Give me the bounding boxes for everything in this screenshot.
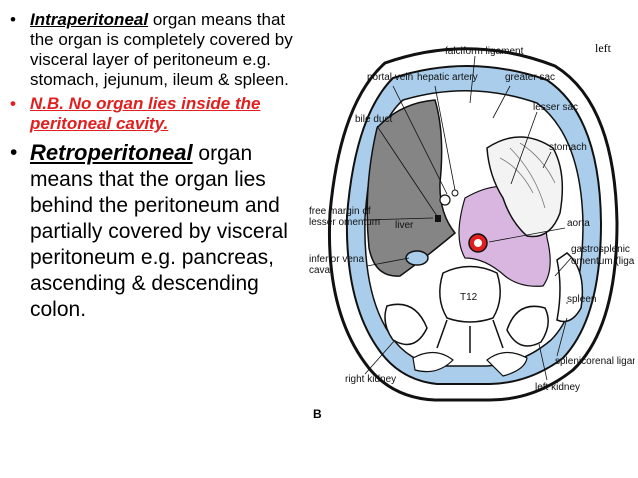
stomach-folds [499,142,556,209]
leader-lines [362,55,572,381]
spleen-shape [556,252,584,323]
bullet-intraperitoneal: • Intraperitoneal organ means that the o… [8,10,308,90]
hepatic-artery-shape [451,189,459,197]
stomach-shape [486,136,564,238]
vertebra-shape [439,265,501,323]
portal-vein-shape [439,194,451,206]
label-falciform: falciform ligament [445,46,524,57]
label-gastrosplenic-2: omentum (ligament) [571,256,635,267]
label-hepatic-artery: hepatic artery [417,72,478,83]
bullet-dot: • [10,141,18,164]
label-stomach: stomach [549,142,587,153]
label-liver: liver [395,220,414,231]
retroperitoneal-text: organ means that the organ lies behind t… [30,142,288,321]
figure-letter: B [313,407,322,421]
label-left-kidney: left kidney [535,382,580,393]
label-free-margin-1: free margin of [309,206,371,217]
note-text: N.B. No organ lies inside the peritoneal… [30,94,261,133]
retroperitoneal-term: Retroperitoneal [30,140,193,165]
ivc-shape [405,250,429,266]
label-portal-vein: portal vein [367,72,413,83]
bullet-dot: • [10,94,16,113]
label-greater-sac: greater sac [505,72,555,83]
left-kidney-shape [506,305,549,347]
label-gastrosplenic-1: gastrosplenic [571,244,630,255]
bullet-note: • N.B. No organ lies inside the peritone… [8,94,308,134]
bile-duct-shape [435,215,441,222]
aorta-lumen [474,239,482,247]
label-lesser-sac: lesser sac [533,102,578,113]
label-ivc-1: inferior vena [309,254,364,265]
bullet-retroperitoneal: • Retroperitoneal organ means that the o… [8,140,308,323]
back-muscles [412,351,528,377]
bullet-dot: • [10,10,16,29]
intraperitoneal-term: Intraperitoneal [30,10,149,29]
label-right-kidney: right kidney [345,374,396,385]
label-t12: T12 [460,292,478,303]
vertebra-processes [436,319,504,353]
label-spleen: spleen [567,294,596,305]
label-bile-duct: bile duct [355,114,392,125]
peritoneum-cross-section-diagram: falciform ligament portal vein hepatic a… [309,41,635,421]
label-ivc-2: cava [309,265,331,276]
intraperitoneal-text: organ means that the organ is completely… [30,10,293,89]
label-free-margin-2: lesser omentum [309,217,380,228]
label-aorta: aorta [567,218,590,229]
corner-text: left [595,41,612,55]
right-kidney-shape [384,303,428,346]
bullet-list: • Intraperitoneal organ means that the o… [8,10,308,323]
label-splenicorenal: splenicorenal ligament [555,356,635,367]
